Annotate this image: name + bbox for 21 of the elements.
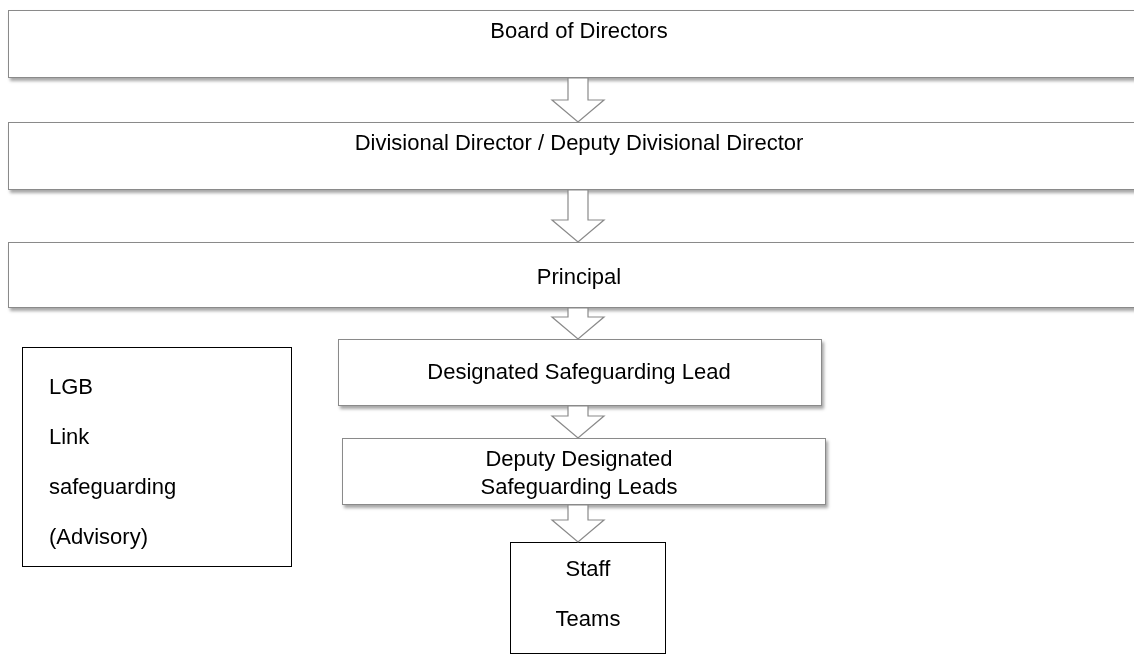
level-box	[8, 10, 1134, 78]
team-label: Staff	[564, 555, 612, 583]
role-box	[338, 339, 822, 406]
level-box	[8, 122, 1134, 190]
role-box	[342, 438, 826, 505]
block-arrow	[550, 77, 606, 123]
block-arrow	[550, 405, 606, 439]
role-label: Divisional Director / Deputy Divisional Director	[353, 129, 805, 157]
block-arrow	[550, 189, 606, 243]
advisory-box	[22, 347, 292, 567]
team-box	[510, 542, 666, 654]
block-arrow	[550, 307, 606, 340]
level-box	[8, 242, 1134, 308]
role-label: Link safeguarding (Advisory)	[49, 423, 178, 551]
role-label: Deputy Designated Safeguarding Leads	[479, 445, 679, 501]
team-label: Teams	[554, 605, 622, 633]
group-label: LGB	[49, 373, 95, 401]
role-label: Board of Directors	[489, 17, 669, 45]
block-arrow	[550, 504, 606, 543]
role-label: Designated Safeguarding Lead	[426, 358, 732, 386]
role-label: Principal	[535, 263, 623, 291]
